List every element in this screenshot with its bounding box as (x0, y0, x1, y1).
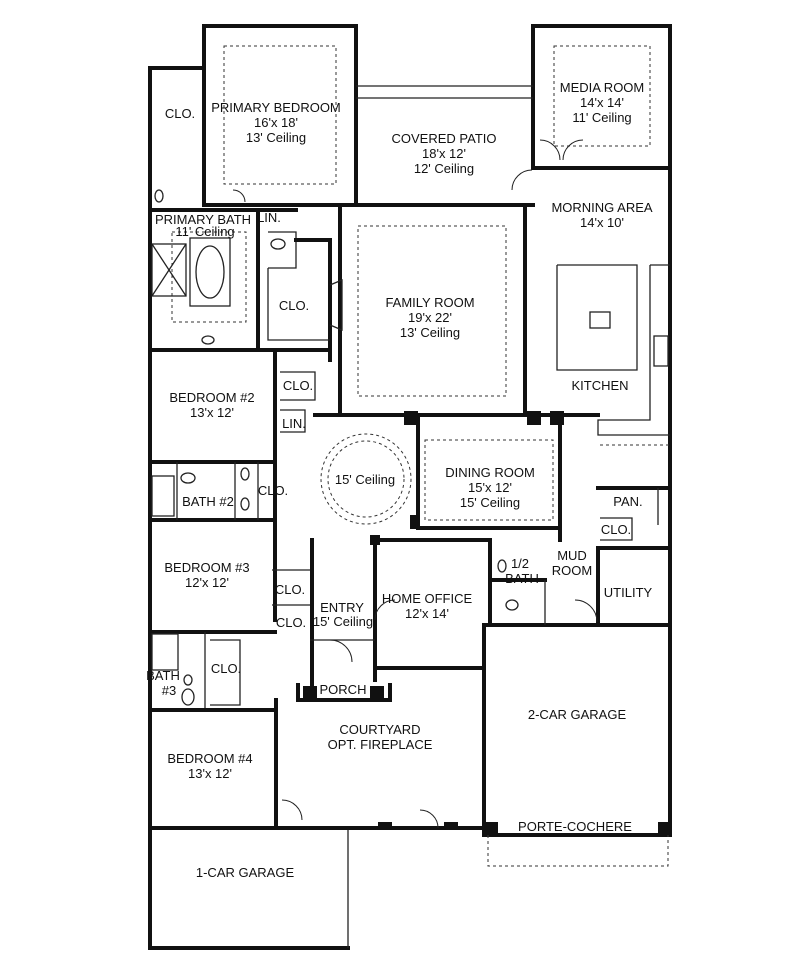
covered-patio-ceiling: 12' Ceiling (414, 161, 474, 176)
room-labels: MEDIA ROOM 14'x 14' 11' Ceiling PRIMARY … (146, 80, 653, 880)
bedroom-2-closet-label: CLO. (283, 378, 313, 393)
home-office-size: 12'x 14' (405, 606, 449, 621)
family-room-size: 19'x 22' (408, 310, 452, 325)
home-office-name: HOME OFFICE (382, 591, 473, 606)
entry-name: ENTRY (320, 600, 364, 615)
bedroom-3-closet-label: CLO. (275, 582, 305, 597)
bedroom-4-size: 13'x 12' (188, 766, 232, 781)
half-bath-line2: BATH (505, 571, 539, 586)
bath-3-line1: BATH (146, 668, 180, 683)
media-room-size: 14'x 14' (580, 95, 624, 110)
pantry-name: PAN. (613, 494, 642, 509)
media-room-name: MEDIA ROOM (560, 80, 645, 95)
rotunda-ceiling: 15' Ceiling (335, 472, 395, 487)
bedroom-3-name: BEDROOM #3 (164, 560, 249, 575)
bedroom-2-size: 13'x 12' (190, 405, 234, 420)
dining-room-ceiling: 15' Ceiling (460, 495, 520, 510)
kitchen-name: KITCHEN (571, 378, 628, 393)
two-car-garage-name: 2-CAR GARAGE (528, 707, 627, 722)
courtyard-name: COURTYARD (339, 722, 420, 737)
bath-2-closet-label: CLO. (258, 483, 288, 498)
bedroom-4-name: BEDROOM #4 (167, 751, 252, 766)
primary-closet-1-label: CLO. (165, 106, 195, 121)
interior-walls (148, 203, 672, 712)
entry-closet-label: CLO. (276, 615, 306, 630)
utility-closet-label: CLO. (601, 522, 631, 537)
exterior-walls (148, 24, 672, 950)
morning-area-size: 14'x 10' (580, 215, 624, 230)
bath-3-closet-label: CLO. (211, 661, 241, 676)
primary-bedroom-ceiling: 13' Ceiling (246, 130, 306, 145)
doors (232, 139, 598, 829)
covered-patio-size: 18'x 12' (422, 146, 466, 161)
half-bath-line1: 1/2 (511, 556, 529, 571)
utility-name: UTILITY (604, 585, 653, 600)
primary-bedroom-size: 16'x 18' (254, 115, 298, 130)
porte-cochere-name: PORTE-COCHERE (518, 819, 632, 834)
linen-hall-label: LIN. (282, 416, 306, 431)
fixtures (151, 189, 670, 834)
primary-closet-2-label: CLO. (279, 298, 309, 313)
mud-room-line2: ROOM (552, 563, 592, 578)
primary-bath-ceiling: 11' Ceiling (175, 224, 234, 239)
media-room-ceiling: 11' Ceiling (572, 110, 631, 125)
dining-room-size: 15'x 12' (468, 480, 512, 495)
linen-primary-label: LIN. (257, 210, 281, 225)
primary-bath-name: PRIMARY BATH (155, 212, 251, 227)
bedroom-2-name: BEDROOM #2 (169, 390, 254, 405)
porch-name: PORCH (320, 682, 367, 697)
primary-bedroom-name: PRIMARY BEDROOM (211, 100, 341, 115)
covered-patio-name: COVERED PATIO (392, 131, 497, 146)
bedroom-3-size: 12'x 12' (185, 575, 229, 590)
family-room-ceiling: 13' Ceiling (400, 325, 460, 340)
ceiling-lines (171, 45, 670, 525)
courtyard-fireplace: OPT. FIREPLACE (328, 737, 433, 752)
dining-room-name: DINING ROOM (445, 465, 535, 480)
entry-ceiling: 15' Ceiling (313, 614, 373, 629)
closet-labels: CLO. CLO. CLO. CLO. CLO. CLO. CLO. CLO. … (165, 106, 631, 676)
mud-room-line1: MUD (557, 548, 587, 563)
bath-3-line2: #3 (162, 683, 176, 698)
one-car-garage-name: 1-CAR GARAGE (196, 865, 295, 880)
family-room-name: FAMILY ROOM (385, 295, 474, 310)
bath-2-name: BATH #2 (182, 494, 234, 509)
morning-area-name: MORNING AREA (551, 200, 652, 215)
